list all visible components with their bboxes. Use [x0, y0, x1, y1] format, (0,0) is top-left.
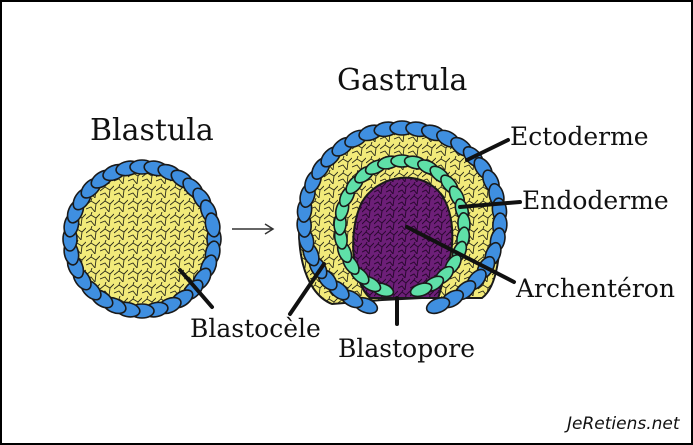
pointer-blastocele-gastrula — [288, 262, 326, 316]
arrow-icon — [232, 223, 275, 235]
ectoderm-cell-layer — [296, 120, 508, 315]
pointer-endoderme — [458, 200, 522, 209]
blastula-diagram — [62, 159, 222, 319]
blastula-title: Blastula — [90, 113, 214, 148]
pointer-blastocele — [178, 268, 214, 309]
ectoderm-cell — [425, 296, 451, 315]
pointer-ectoderme — [465, 138, 510, 162]
label-archenteron: Archentéron — [516, 274, 675, 303]
pointer-archenteron — [405, 225, 516, 284]
label-blastocele: Blastocèle — [190, 314, 321, 343]
label-endoderme: Endoderme — [522, 186, 669, 215]
endoderm-cell — [409, 282, 433, 298]
gastrula-title: Gastrula — [337, 63, 468, 98]
label-ectoderme: Ectoderme — [510, 122, 649, 151]
label-pointers — [178, 138, 522, 326]
label-blastopore: Blastopore — [338, 334, 475, 363]
ectoderm-cell — [204, 212, 221, 238]
gastrula-diagram — [296, 120, 508, 315]
site-credit: JeRetiens.net — [567, 414, 680, 434]
endoderm-cell-layer — [333, 154, 471, 298]
blastula-cell-ring — [62, 159, 222, 319]
